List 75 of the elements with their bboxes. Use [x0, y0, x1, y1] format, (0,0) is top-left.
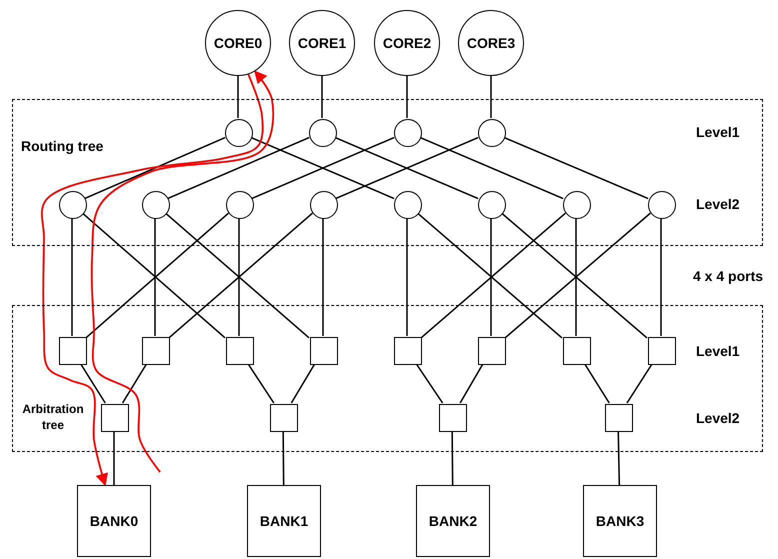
connector-line [406, 76, 408, 118]
router-circle [225, 119, 253, 147]
bank-label: BANK1 [260, 513, 308, 529]
level-label: Level1 [696, 124, 740, 141]
router-circle [226, 191, 254, 219]
connector-line [460, 364, 484, 404]
connector-line [584, 364, 610, 404]
port-count-label: 4 x 4 ports [693, 268, 764, 285]
connector-line [626, 364, 653, 404]
router-circle [478, 191, 506, 219]
connector-line [80, 364, 106, 404]
connector-line [248, 364, 274, 404]
connector-line [504, 136, 648, 200]
router-circle [394, 191, 422, 219]
router-circle [563, 191, 591, 219]
level-label: Level2 [696, 196, 740, 213]
level-label: Level2 [696, 410, 740, 427]
connector-line [238, 218, 240, 336]
arbiter-square [478, 337, 506, 365]
router-circle [59, 191, 87, 219]
connector-line [84, 136, 226, 200]
bank-label: BANK3 [596, 513, 644, 529]
connector-line [420, 136, 564, 200]
connector-line [322, 218, 324, 336]
arbiter-square [226, 337, 254, 365]
connector-line [660, 218, 662, 336]
arbiter-square [101, 404, 129, 432]
arbiter-square [59, 337, 87, 365]
memory-bank-box [247, 485, 321, 557]
router-circle [648, 191, 676, 219]
arbiter-square [439, 404, 467, 432]
level-label: Level1 [696, 343, 740, 360]
arbiter-square [142, 337, 170, 365]
router-circle [142, 191, 170, 219]
core-label: CORE1 [298, 35, 346, 51]
connector-line [490, 76, 492, 118]
connector-line [618, 430, 620, 486]
arbiter-square [394, 337, 422, 365]
core-label: CORE2 [382, 35, 432, 51]
connector-line [451, 431, 454, 485]
memory-bank-box [583, 485, 657, 557]
connector-line [122, 364, 148, 404]
router-circle [309, 119, 337, 147]
router-circle [394, 119, 422, 147]
bank-label: BANK2 [428, 513, 478, 529]
connector-line [282, 431, 284, 485]
memory-bank-box [416, 485, 490, 557]
dashed-group-box [12, 99, 763, 246]
arbiter-square [648, 337, 676, 365]
connector-line [490, 218, 492, 336]
connector-line [168, 136, 310, 200]
router-circle [310, 191, 338, 219]
core-label: CORE3 [466, 35, 516, 51]
connector-line [416, 364, 444, 404]
arbiter-square [563, 337, 591, 365]
connector-line [113, 431, 115, 485]
group-title: Routing tree [21, 138, 104, 155]
path-arrow [41, 74, 264, 486]
router-circle [478, 119, 506, 147]
arbiter-square [605, 404, 633, 432]
arbiter-square [270, 404, 298, 432]
memory-bank-box [77, 485, 151, 557]
path-arrow [90, 70, 274, 473]
connector-line [406, 218, 408, 336]
dashed-group-box [12, 305, 763, 452]
connector-line [237, 76, 239, 118]
bank-label: BANK0 [90, 513, 138, 529]
connector-line [321, 76, 323, 118]
arbiter-square [310, 337, 338, 365]
connector-line [154, 218, 156, 336]
core-label: CORE0 [214, 35, 262, 51]
group-title: Arbitration tree [21, 401, 85, 433]
connector-line [290, 364, 316, 404]
connector-line [71, 218, 73, 336]
connector-line [575, 218, 577, 336]
